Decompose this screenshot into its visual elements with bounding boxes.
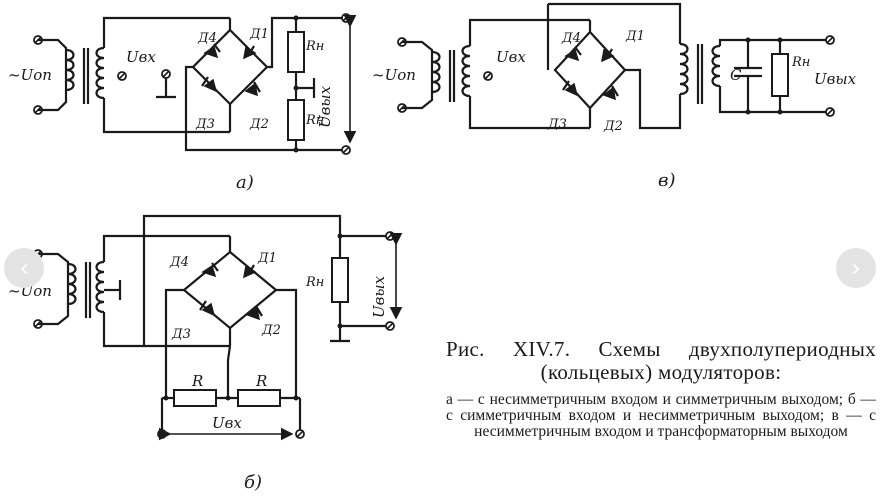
label-c-v: C (730, 66, 742, 84)
label-d3-a: Д3 (195, 117, 215, 132)
label-d3-v: Д3 (547, 117, 567, 132)
label-d1-a: Д1 (249, 27, 269, 42)
next-image-button[interactable]: › (836, 248, 876, 288)
label-u-op-a: ~Uоп (8, 66, 52, 84)
label-u-vyx-a: Uвых (316, 85, 334, 128)
label-u-vx-b: Uвх (212, 414, 242, 432)
label-rn-b: Rн (305, 275, 324, 290)
circuit-b (33, 214, 403, 441)
circuit-a (33, 13, 357, 155)
label-d4-v: Д4 (561, 31, 581, 46)
label-d4-b: Д4 (169, 255, 189, 270)
label-rn-a2: Rн (305, 113, 324, 128)
label-u-vx-a: Uвх (126, 48, 156, 66)
label-u-vx-v: Uвх (496, 48, 526, 66)
figure-caption: Рис. XIV.7. Схемы двухполупериодных (кол… (446, 338, 876, 440)
label-d4-a: Д4 (197, 31, 217, 46)
label-d3-b: Д3 (171, 327, 191, 342)
chevron-left-icon: ‹ (19, 254, 29, 282)
subfigure-label-a: а) (236, 172, 254, 193)
caption-body: а — с несимметричным входом и симметричн… (446, 391, 876, 440)
label-d2-b: Д2 (261, 323, 281, 338)
caption-title: Рис. XIV.7. Схемы двухполупериодных (кол… (446, 337, 876, 384)
circuit-v (397, 2, 835, 130)
label-d2-a: Д2 (249, 117, 269, 132)
label-u-vyx-b: Uвых (370, 275, 388, 318)
label-u-op-v: ~Uоп (372, 66, 416, 84)
prev-image-button[interactable]: ‹ (4, 248, 44, 288)
label-rn-a1: Rн (305, 39, 324, 54)
subfigure-label-v: в) (658, 170, 676, 191)
label-d2-v: Д2 (603, 119, 623, 134)
label-u-vyx-v: Uвых (814, 70, 857, 88)
label-d1-v: Д1 (625, 29, 645, 44)
chevron-right-icon: › (851, 254, 861, 282)
label-r-right: R (255, 372, 267, 390)
subfigure-label-b: б) (244, 472, 262, 493)
label-r-left: R (191, 372, 203, 390)
label-d1-b: Д1 (257, 251, 277, 266)
label-rn-v: Rн (791, 55, 810, 70)
